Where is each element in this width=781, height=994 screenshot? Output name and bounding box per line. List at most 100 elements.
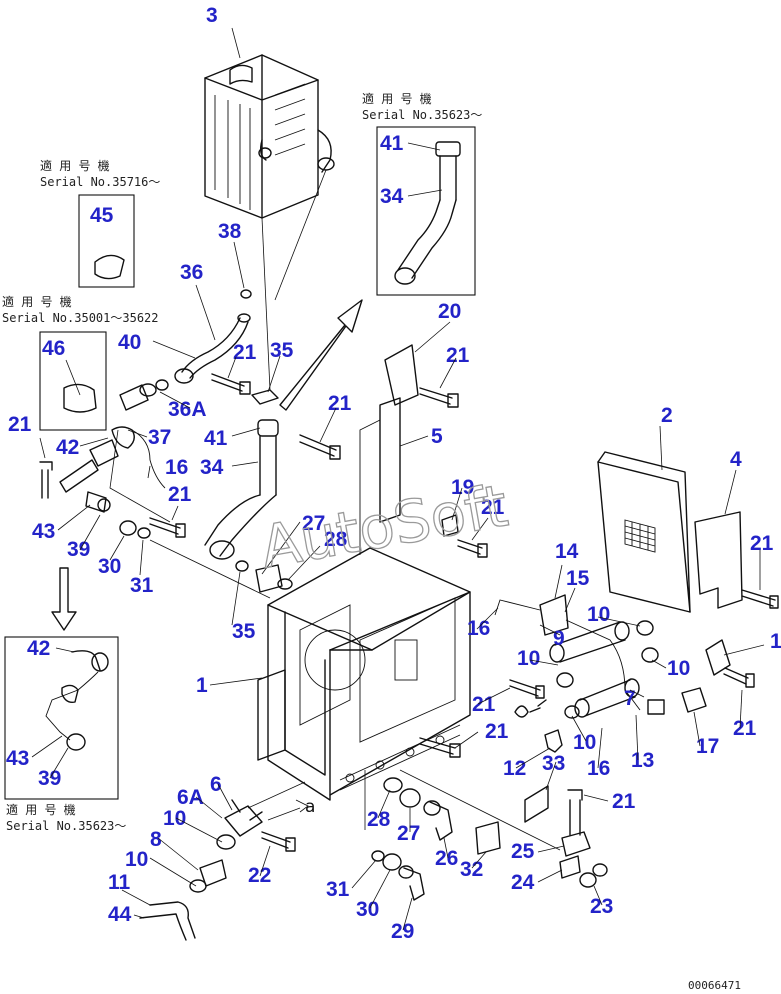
heater-core-part <box>204 54 335 219</box>
callout-label: 21 <box>446 344 470 367</box>
serial-note-heading: 適 用 号 機 <box>6 802 76 817</box>
callout-label: 42 <box>56 436 79 459</box>
callout-label: 21 <box>328 392 352 415</box>
callout-label: 10 <box>517 647 540 670</box>
callout-label: 2 <box>661 404 673 427</box>
callout-label: 16 <box>587 757 610 780</box>
callout-label: 21 <box>233 341 257 364</box>
bracket-part <box>694 511 743 609</box>
callout-label: 43 <box>6 747 29 770</box>
callout-label: 30 <box>356 898 379 921</box>
pointer-letter: a <box>305 797 315 817</box>
callout-label: 31 <box>130 574 154 597</box>
callout-label: 25 <box>511 840 535 863</box>
document-id: 00066471 <box>688 979 741 992</box>
bolt-part <box>419 387 453 405</box>
callout-label: 36A <box>168 398 207 421</box>
watermark: AutoSoft <box>255 471 512 581</box>
callout-label: 23 <box>590 895 613 918</box>
bend-part <box>544 729 563 753</box>
callout-label: 19 <box>451 476 474 499</box>
callout-label: 22 <box>248 864 271 887</box>
callout-label: 40 <box>118 331 141 354</box>
inset-box-wiring <box>4 636 119 800</box>
callout-label: 46 <box>42 337 65 360</box>
serial-note-range: Serial No.35716～ <box>40 175 160 189</box>
pad-part <box>524 785 549 823</box>
callout-label: 1 <box>196 674 208 697</box>
serial-note-heading: 適 用 号 機 <box>362 91 432 106</box>
callout-label: 35 <box>270 339 294 362</box>
direction-arrow <box>51 567 77 631</box>
callout-label: 45 <box>90 204 114 227</box>
callout-label: 37 <box>148 426 171 449</box>
callout-label: 21 <box>733 717 757 740</box>
washer-part <box>137 527 151 539</box>
serial-note-range: Serial No.35623～ <box>362 108 482 122</box>
callout-label: 30 <box>98 555 121 578</box>
drain-part <box>139 799 263 941</box>
callout-label: 10 <box>163 807 186 830</box>
callout-label: 5 <box>431 425 443 448</box>
o-ring-part <box>235 560 249 572</box>
plug-part <box>63 383 97 413</box>
callout-label: 10 <box>573 731 596 754</box>
callout-label: 21 <box>8 413 32 436</box>
callout-label: 36 <box>180 261 203 284</box>
callout-label: 38 <box>218 220 242 243</box>
callout-label: 42 <box>27 637 50 660</box>
valve-part <box>559 789 608 888</box>
callout-label: 29 <box>391 920 414 943</box>
clamp-part <box>564 705 580 719</box>
callout-label: 9 <box>553 627 565 650</box>
bolt-part <box>723 667 749 685</box>
callout-label: 39 <box>67 538 90 561</box>
callout-label: 21 <box>481 496 505 519</box>
hose-part <box>174 313 251 384</box>
callout-label: 21 <box>612 790 636 813</box>
connector-part <box>647 699 665 715</box>
callout-label: 6 <box>210 773 222 796</box>
panel-part <box>597 451 691 613</box>
callout-label: 12 <box>503 757 526 780</box>
gasket-part <box>251 389 279 405</box>
callout-label: 18 <box>770 630 781 653</box>
callout-label: 24 <box>511 871 535 894</box>
clamp-part <box>641 647 659 663</box>
callout-label: 8 <box>150 828 162 851</box>
serial-note-range: Serial No.35623～ <box>6 819 126 833</box>
frame-part <box>257 547 471 801</box>
o-ring-part <box>240 289 252 299</box>
clamp-part <box>556 672 574 688</box>
callout-label: 7 <box>624 687 636 710</box>
callout-label: 13 <box>631 749 654 772</box>
cap-part <box>681 687 707 713</box>
bushing-part <box>255 564 283 593</box>
callout-label: 26 <box>435 847 458 870</box>
callout-label: 35 <box>232 620 256 643</box>
callout-label: 20 <box>438 300 461 323</box>
nut-part <box>119 520 137 536</box>
callout-label: 31 <box>326 878 350 901</box>
pipe-part <box>204 419 279 560</box>
callout-label: 28 <box>367 808 391 831</box>
callout-label: 27 <box>302 512 325 535</box>
callout-label: 6A <box>177 786 204 809</box>
wiring-part <box>59 379 169 513</box>
callout-label: 44 <box>108 903 132 926</box>
callout-label: 34 <box>200 456 224 479</box>
callout-label: 33 <box>542 752 565 775</box>
callout-label: 16 <box>467 617 490 640</box>
callout-label: 10 <box>587 603 610 626</box>
callout-label: 41 <box>380 132 404 155</box>
callout-label: 11 <box>108 871 131 894</box>
callout-label: 21 <box>472 693 496 716</box>
callout-label: 4 <box>730 448 742 471</box>
bolt-part <box>211 373 251 395</box>
fitting-part <box>371 777 501 901</box>
callout-label: 21 <box>485 720 509 743</box>
pipe-variant-part <box>394 141 461 285</box>
callout-label: 41 <box>204 427 228 450</box>
bolt-part <box>149 517 181 535</box>
